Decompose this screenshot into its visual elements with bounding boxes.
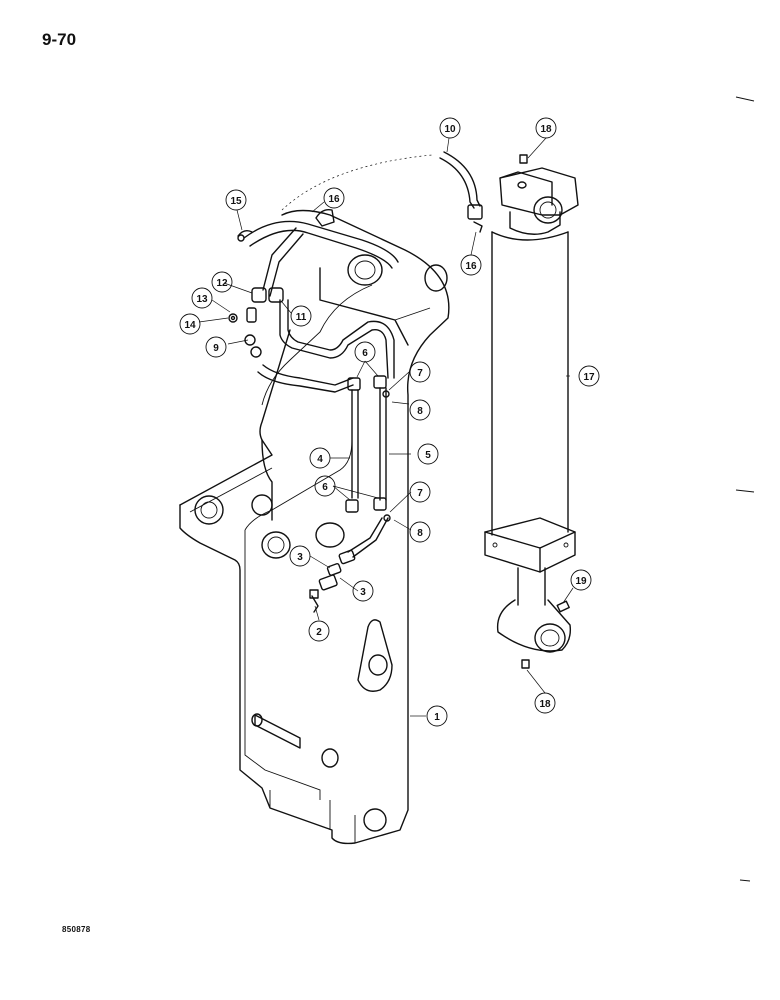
callout-17: 17 — [578, 365, 600, 387]
callout-8b: 8 — [409, 521, 431, 543]
callout-7b: 7 — [409, 481, 431, 503]
callout-9: 9 — [205, 336, 227, 358]
callout-number: 14 — [184, 320, 196, 331]
figure-code: 850878 — [62, 925, 91, 934]
callout-18a: 18 — [535, 117, 557, 139]
callout-number: 3 — [297, 552, 303, 563]
hydraulic-cylinder — [484, 154, 579, 669]
callout-19: 19 — [570, 569, 592, 591]
leader-lines — [198, 137, 574, 717]
callout-number: 15 — [230, 196, 242, 207]
callout-number: 12 — [216, 278, 228, 289]
callout-16b: 16 — [460, 254, 482, 276]
callout-number: 4 — [317, 454, 323, 465]
callout-number: 6 — [362, 348, 368, 359]
callout-3b: 3 — [352, 580, 374, 602]
fittings-and-clamps — [228, 208, 391, 613]
callout-11: 11 — [290, 305, 312, 327]
callout-18b: 18 — [534, 692, 556, 714]
callout-number: 19 — [575, 576, 587, 587]
callout-8a: 8 — [409, 399, 431, 421]
callout-6b: 6 — [314, 475, 336, 497]
callout-14: 14 — [179, 313, 201, 335]
callout-3a: 3 — [289, 545, 311, 567]
callout-number: 13 — [196, 294, 208, 305]
edge-marks — [735, 96, 755, 882]
callout-number: 17 — [583, 372, 595, 383]
callout-number: 10 — [444, 124, 456, 135]
callout-number: 16 — [328, 194, 340, 205]
callout-2: 2 — [308, 620, 330, 642]
callout-number: 7 — [417, 368, 423, 379]
callout-number: 7 — [417, 488, 423, 499]
callout-5: 5 — [417, 443, 439, 465]
callout-number: 18 — [540, 124, 552, 135]
page-number: 9-70 — [42, 30, 77, 49]
callout-13: 13 — [191, 287, 213, 309]
callout-number: 9 — [213, 343, 219, 354]
callout-number: 3 — [360, 587, 366, 598]
callout-6a: 6 — [354, 341, 376, 363]
callout-1: 1 — [426, 705, 448, 727]
hydraulic-hose — [281, 151, 483, 233]
callout-number: 18 — [539, 699, 551, 710]
callout-number: 8 — [417, 406, 423, 417]
callout-number: 8 — [417, 528, 423, 539]
callout-number: 16 — [465, 261, 477, 272]
callout-15: 15 — [225, 189, 247, 211]
callout-number: 11 — [296, 312, 307, 323]
hydraulic-tube-lines — [243, 220, 399, 558]
callout-number: 5 — [425, 450, 431, 461]
callout-7a: 7 — [409, 361, 431, 383]
callout-number: 1 — [434, 712, 440, 723]
callout-10: 10 — [439, 117, 461, 139]
boom-arm — [179, 209, 450, 845]
callout-16a: 16 — [323, 187, 345, 209]
callout-4: 4 — [309, 447, 331, 469]
callout-number: 6 — [322, 482, 328, 493]
callout-number: 2 — [316, 627, 322, 638]
callout-12: 12 — [211, 271, 233, 293]
